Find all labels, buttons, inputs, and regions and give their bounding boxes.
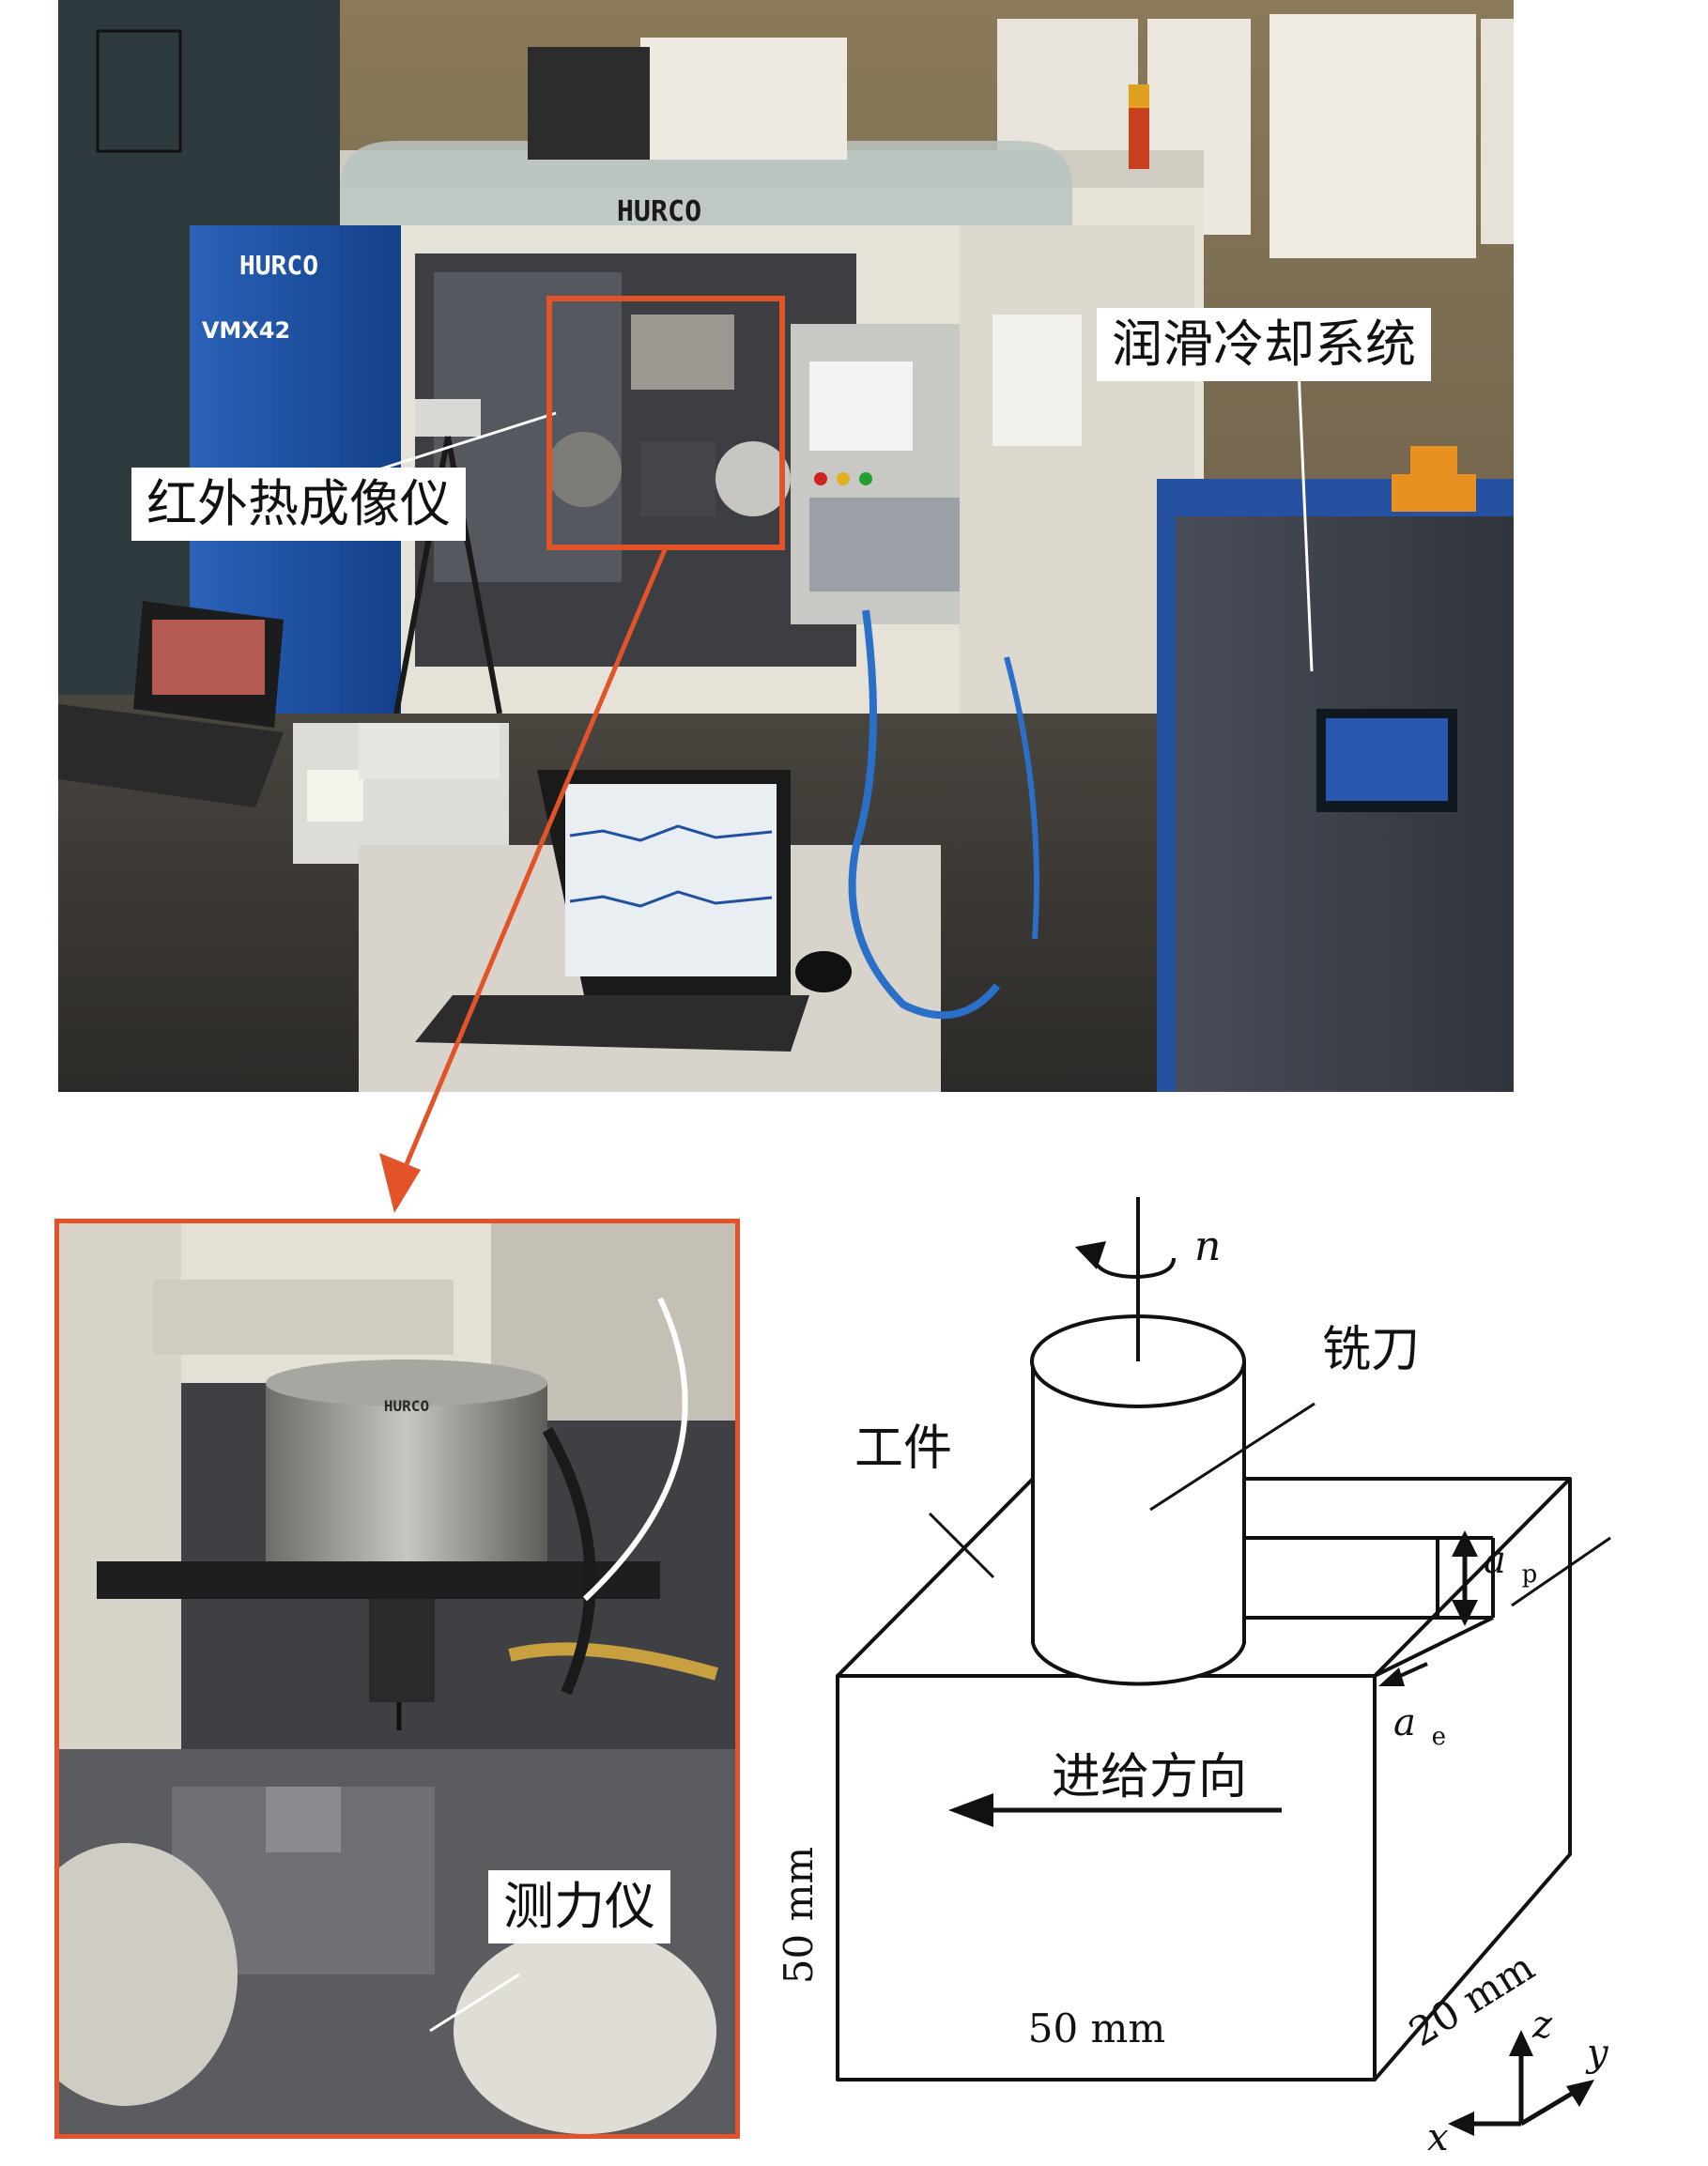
feed-direction-label: 进给方向 (1052, 1749, 1247, 1805)
workpiece-label: 工件 (854, 1421, 952, 1477)
ae-subscript: e (1432, 1723, 1446, 1751)
spindle-closeup-drawing: HURCO (59, 1223, 735, 2134)
workpiece-right-face (1373, 1477, 1572, 2082)
infrared-camera-label: 红外热成像仪 (131, 468, 466, 541)
model-text: VMX42 (202, 317, 290, 344)
dynamometer-label: 测力仪 (488, 1870, 670, 1943)
ae-symbol: a (1393, 1701, 1416, 1744)
brand-side-text: HURCO (239, 250, 318, 281)
machine-photo-drawing: HURCO HURCO VMX42 (58, 0, 1514, 1092)
spindle-closeup-photo: HURCO (54, 1219, 740, 2139)
inset-brand-text: HURCO (384, 1397, 429, 1415)
width-dimension: 50 mm (1028, 2005, 1165, 2051)
milling-diagram: n 铣刀 工件 a p a e 进给方向 50 mm 50 mm 20 mm z… (776, 1197, 1611, 2159)
milling-cutter (1031, 1361, 1246, 1686)
brand-banner-text: HURCO (617, 195, 701, 228)
cooling-system-label: 润滑冷却系统 (1097, 308, 1431, 381)
axis-z-label: z (1531, 2004, 1553, 2047)
axis-x-label: x (1427, 2116, 1449, 2159)
connector-arrow (379, 546, 669, 1213)
cutter-label: 铣刀 (1322, 1322, 1420, 1378)
rotation-speed-label: n (1194, 1222, 1221, 1270)
height-dimension: 50 mm (776, 1847, 822, 1984)
machine-photo: HURCO HURCO VMX42 (58, 0, 1514, 1092)
ap-label: a p (1484, 1539, 1537, 1589)
ap-symbol: a (1484, 1539, 1506, 1582)
axis-y-label: y (1585, 2032, 1609, 2075)
ap-subscript: p (1522, 1560, 1538, 1589)
ae-label: a e (1393, 1701, 1446, 1751)
